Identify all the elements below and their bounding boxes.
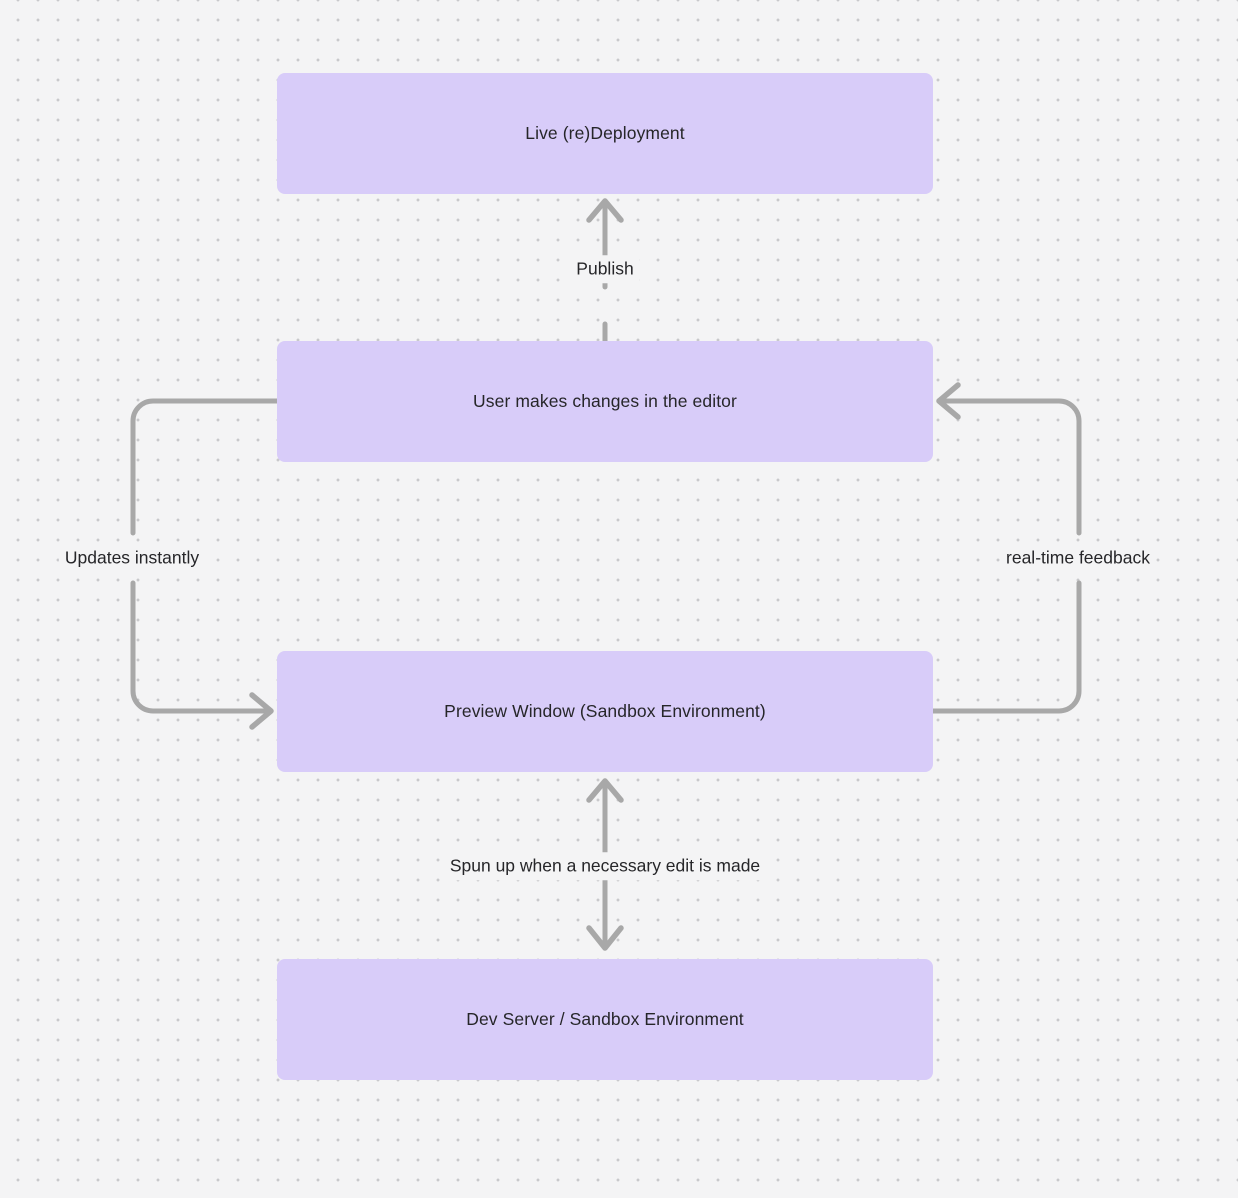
edge-label-real-time-feedback[interactable]: real-time feedback xyxy=(1000,544,1156,572)
spun-up-arrowhead-up xyxy=(586,778,624,803)
updates-instantly-arrowhead xyxy=(249,692,274,730)
node-label: User makes changes in the editor xyxy=(473,390,737,411)
node-label: Dev Server / Sandbox Environment xyxy=(466,1008,744,1029)
publish-arrowhead xyxy=(586,198,624,223)
node-label: Live (re)Deployment xyxy=(525,122,685,143)
node-dev-server[interactable]: Dev Server / Sandbox Environment xyxy=(277,959,933,1080)
node-user-edits[interactable]: User makes changes in the editor xyxy=(277,341,933,462)
spun-up-arrowhead-down xyxy=(586,925,624,951)
edge-label-publish[interactable]: Publish xyxy=(570,255,640,283)
edge-label-spun-up[interactable]: Spun up when a necessary edit is made xyxy=(443,852,767,880)
real-time-feedback-arrowhead xyxy=(936,382,961,420)
node-label: Preview Window (Sandbox Environment) xyxy=(444,700,766,721)
node-live-deployment[interactable]: Live (re)Deployment xyxy=(277,73,933,194)
node-preview-window[interactable]: Preview Window (Sandbox Environment) xyxy=(277,651,933,772)
edge-label-updates-instantly[interactable]: Updates instantly xyxy=(58,544,206,572)
